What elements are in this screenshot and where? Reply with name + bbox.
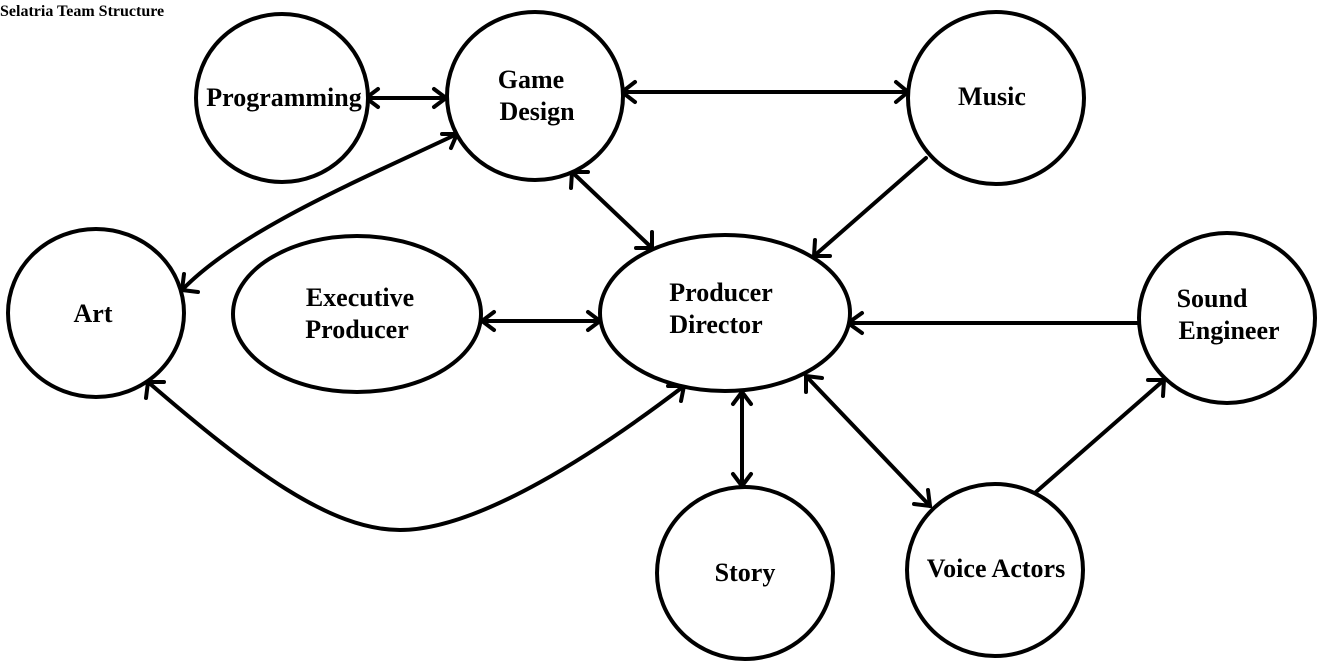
story-circle — [655, 485, 835, 661]
edge-game-design-producer-director — [570, 170, 654, 250]
game-design-label-line1: Game — [498, 65, 564, 94]
voice-actors-label: Voice Actors — [927, 554, 1065, 583]
node-voice-actors: Voice Actors — [905, 482, 1085, 658]
art-circle — [6, 227, 186, 399]
edge-music-producer-director — [812, 156, 928, 258]
story-label: Story — [715, 558, 776, 587]
node-story: Story — [655, 485, 835, 661]
edge-producer-director-voice-actors — [804, 374, 932, 508]
diagram-title: Selatria Team Structure — [0, 3, 165, 20]
producer-director-label-line2: Director — [669, 310, 762, 339]
music-circle — [906, 10, 1086, 186]
executive-producer-ellipse — [231, 234, 483, 394]
game-design-label-line2: Design — [499, 97, 575, 126]
sound-engineer-label-line2: Engineer — [1178, 316, 1279, 345]
art-label: Art — [74, 299, 113, 328]
programming-label: Programming — [206, 83, 362, 112]
executive-producer-label-line2: Producer — [305, 315, 409, 344]
sound-engineer-circle — [1137, 231, 1317, 405]
producer-director-label-line1: Producer — [669, 278, 773, 307]
music-label: Music — [958, 82, 1026, 111]
game-design-circle — [445, 10, 625, 182]
edge-voice-actors-sound-engineer — [1034, 378, 1166, 494]
node-producer-director: Producer Director — [598, 233, 852, 393]
voice-actors-circle — [905, 482, 1085, 658]
node-game-design: Game Design — [445, 10, 625, 182]
sound-engineer-label-line1: Sound — [1177, 284, 1248, 313]
node-executive-producer: Executive Producer — [231, 234, 483, 394]
arrowhead-voice-actors — [912, 488, 933, 509]
node-art: Art — [6, 227, 186, 399]
node-sound-engineer: Sound Engineer — [1137, 231, 1317, 405]
node-music: Music — [906, 10, 1086, 186]
arrowhead-producer-director-lower-right — [804, 373, 824, 394]
node-programming: Programming — [194, 12, 370, 184]
producer-director-ellipse — [598, 233, 852, 393]
edge-art-producer-director — [146, 380, 686, 533]
edge-game-design-art — [180, 132, 459, 292]
executive-producer-label-line1: Executive — [306, 283, 414, 312]
programming-circle — [194, 12, 370, 184]
